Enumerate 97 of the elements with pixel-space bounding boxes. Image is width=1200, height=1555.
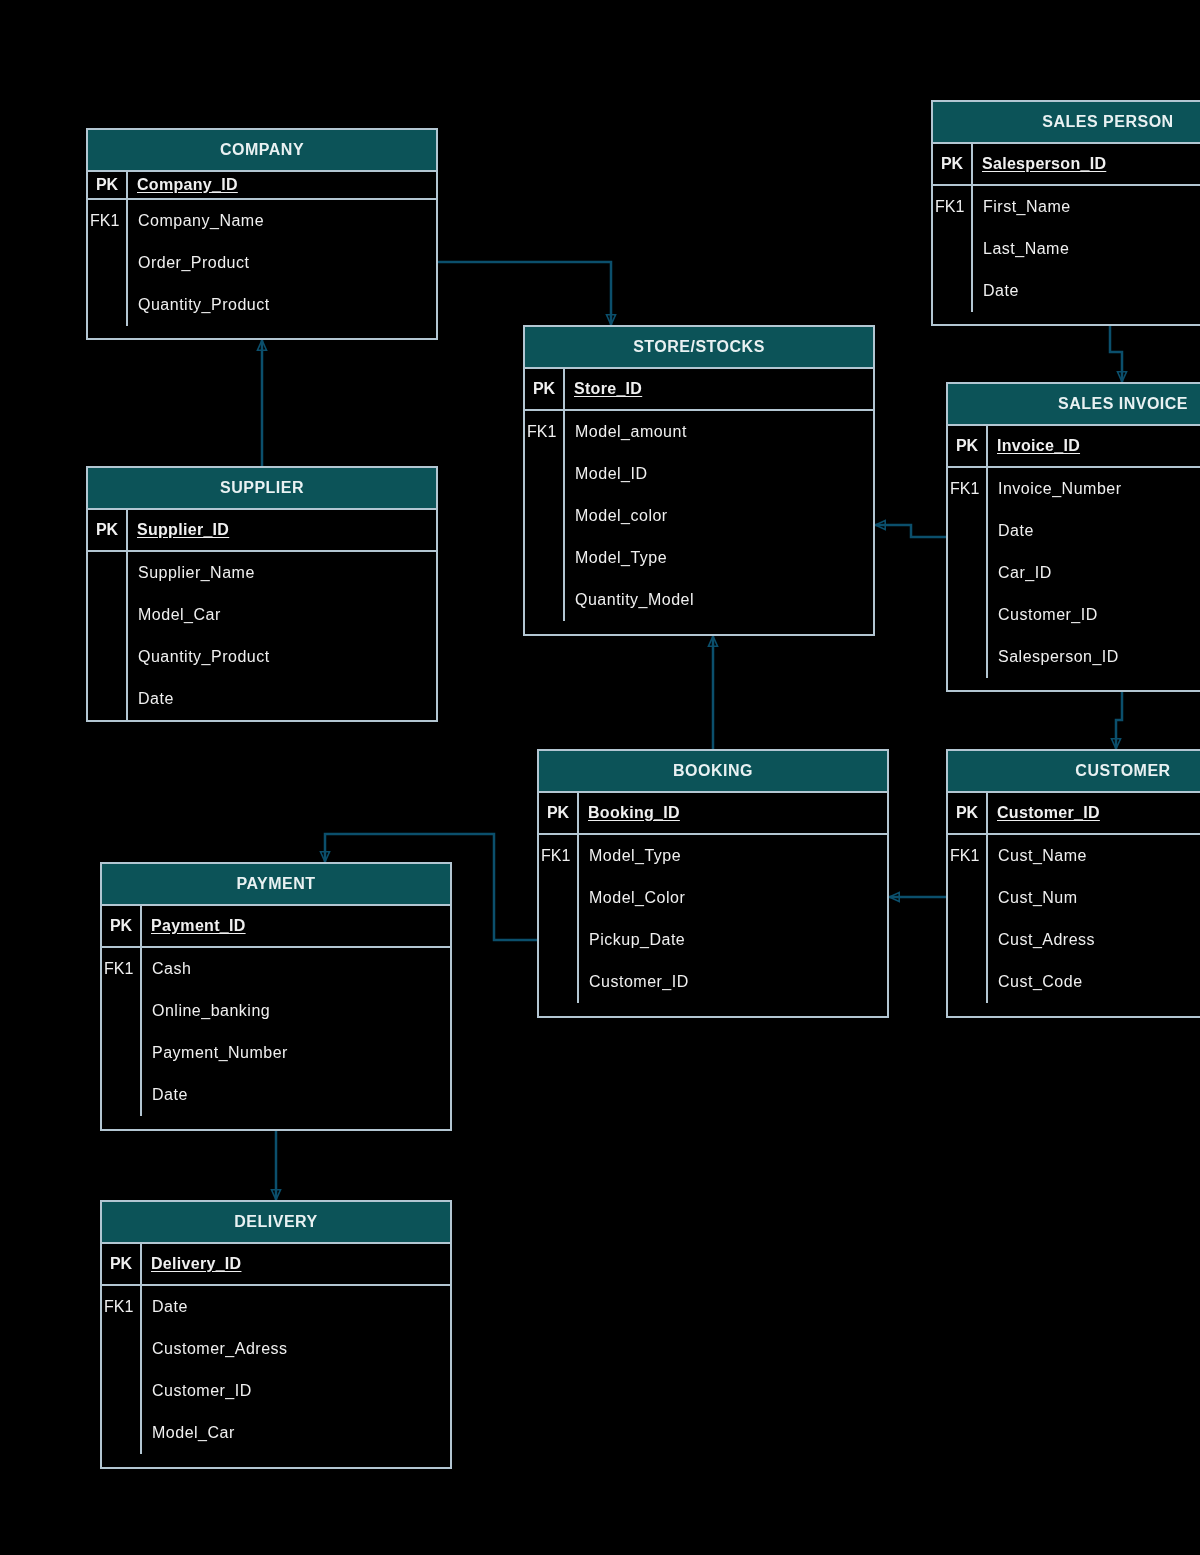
table-title: SUPPLIER: [220, 478, 304, 498]
column-name: Quantity_Product: [138, 295, 270, 315]
column-name: Date: [983, 281, 1019, 301]
relationship-arrow: [270, 1131, 282, 1201]
column-name: Customer_ID: [589, 972, 689, 992]
primary-key-field: Supplier_ID: [137, 520, 230, 540]
column-name: Model_Color: [589, 888, 686, 908]
column-name: Model_Car: [152, 1423, 235, 1443]
key-column: [102, 948, 142, 1116]
key-column: [102, 1286, 142, 1454]
column-name: Invoice_Number: [998, 479, 1122, 499]
column-name: Cust_Num: [998, 888, 1078, 908]
table-title: STORE/STOCKS: [633, 337, 765, 357]
relationship-arrow: [707, 635, 719, 749]
column-name: Model_color: [575, 506, 668, 526]
entity-table: [100, 862, 452, 1131]
table-title: CUSTOMER: [1075, 761, 1171, 781]
primary-key-row: [525, 369, 873, 411]
table-title: SALES PERSON: [1042, 112, 1174, 132]
relationship-arrow: [319, 832, 537, 942]
column-name: Model_Type: [589, 846, 682, 866]
column-name: Pickup_Date: [589, 930, 686, 950]
foreign-key-marker: FK1: [90, 211, 120, 231]
column-name: Date: [998, 521, 1034, 541]
column-name: Cust_Name: [998, 846, 1087, 866]
entity-table: [523, 325, 875, 636]
key-column: [948, 835, 988, 1003]
table-title: SALES INVOICE: [1057, 394, 1189, 414]
primary-key-field: Store_ID: [574, 379, 643, 399]
column-name: First_Name: [983, 197, 1071, 217]
column-name: Model_Car: [138, 605, 221, 625]
primary-key-row: [948, 793, 1200, 835]
column-name: Cust_Code: [998, 972, 1083, 992]
entity-table: [100, 1200, 452, 1469]
table-title: COMPANY: [219, 140, 305, 160]
primary-key-row: [933, 144, 1200, 186]
column-name: Supplier_Name: [138, 563, 255, 583]
key-column: [539, 835, 579, 1003]
relationship-arrow: [888, 891, 946, 903]
column-name: Quantity_Product: [138, 647, 270, 667]
column-name: Customer_ID: [998, 605, 1098, 625]
foreign-key-marker: FK1: [935, 197, 965, 217]
primary-key-field: Customer_ID: [997, 803, 1100, 823]
table-title: BOOKING: [673, 761, 753, 781]
column-name: Cust_Adress: [998, 930, 1096, 950]
column-name: Date: [152, 1297, 188, 1317]
column-name: Cash: [152, 959, 192, 979]
primary-key-row: [948, 426, 1200, 468]
entity-table: [946, 382, 1200, 692]
relationship-arrow: [874, 519, 946, 539]
column-name: Online_banking: [152, 1001, 271, 1021]
foreign-key-marker: FK1: [104, 959, 134, 979]
table-title: PAYMENT: [236, 874, 316, 894]
relationship-arrow: [256, 339, 268, 466]
primary-key-row: [88, 510, 436, 552]
foreign-key-marker: FK1: [104, 1297, 134, 1317]
column-name: Payment_Number: [152, 1043, 288, 1063]
entity-table: [537, 749, 889, 1018]
column-name: Last_Name: [983, 239, 1070, 259]
primary-key-field: Company_ID: [137, 175, 238, 195]
column-name: Customer_Adress: [152, 1339, 288, 1359]
primary-key-row: [88, 172, 436, 200]
foreign-key-marker: FK1: [541, 846, 571, 866]
column-name: Model_ID: [575, 464, 648, 484]
primary-key-row: [102, 1244, 450, 1286]
column-name: Customer_ID: [152, 1381, 252, 1401]
primary-key-field: Delivery_ID: [151, 1254, 242, 1274]
relationship-arrow: [1108, 326, 1128, 383]
column-name: Date: [138, 689, 174, 709]
column-name: Salesperson_ID: [998, 647, 1119, 667]
column-name: Company_Name: [138, 211, 265, 231]
primary-key-row: [102, 906, 450, 948]
entity-table: [86, 466, 438, 722]
relationship-arrow: [438, 260, 617, 326]
entity-table: [86, 128, 438, 340]
foreign-key-marker: FK1: [950, 846, 980, 866]
primary-key-field: Invoice_ID: [997, 436, 1081, 456]
entity-table: [946, 749, 1200, 1018]
key-column: [525, 411, 565, 621]
key-column: [88, 200, 128, 326]
column-name: Quantity_Model: [575, 590, 695, 610]
column-name: Model_amount: [575, 422, 687, 442]
primary-key-field: Payment_ID: [151, 916, 246, 936]
foreign-key-marker: FK1: [950, 479, 980, 499]
key-column: [948, 468, 988, 678]
column-name: Date: [152, 1085, 188, 1105]
primary-key-row: [539, 793, 887, 835]
relationship-arrow: [1110, 692, 1124, 750]
key-column: [933, 186, 973, 312]
column-name: Order_Product: [138, 253, 250, 273]
table-title: DELIVERY: [234, 1212, 318, 1232]
column-name: Car_ID: [998, 563, 1052, 583]
primary-key-field: Booking_ID: [588, 803, 680, 823]
column-name: Model_Type: [575, 548, 668, 568]
foreign-key-marker: FK1: [527, 422, 557, 442]
primary-key-field: Salesperson_ID: [982, 154, 1107, 174]
entity-table: [931, 100, 1200, 326]
